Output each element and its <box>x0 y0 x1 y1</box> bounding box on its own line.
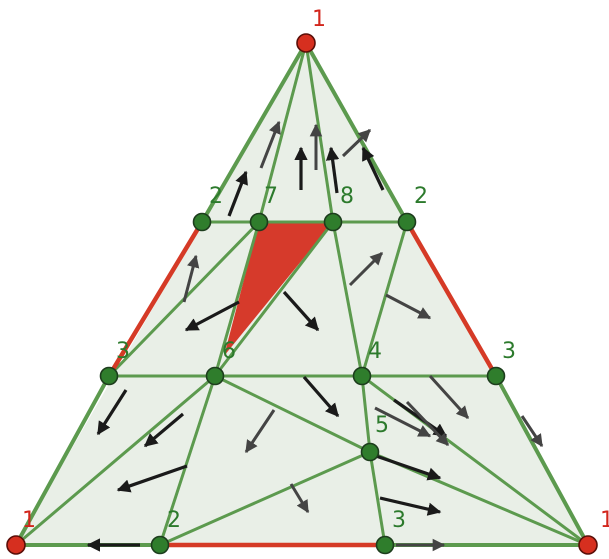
left-middle-label: 3 <box>116 339 130 364</box>
left-upper-label: 2 <box>209 184 223 209</box>
node <box>249 212 269 232</box>
right-middle-label: 3 <box>502 339 516 364</box>
node <box>375 535 395 555</box>
flow-arrow <box>244 409 276 454</box>
edge <box>213 220 335 378</box>
flow-arrow <box>116 464 188 493</box>
flow-arrow <box>428 374 470 420</box>
node <box>486 366 506 386</box>
corner-node-right <box>578 535 598 555</box>
boundary-edge <box>200 41 308 224</box>
inner-7-label: 7 <box>264 184 278 209</box>
red-corner-nodes <box>6 33 598 555</box>
flow-arrow <box>289 483 310 514</box>
node <box>99 366 119 386</box>
flow-arrow <box>374 406 432 438</box>
boundary-edge <box>304 41 409 224</box>
flow-arrow <box>361 146 385 191</box>
corner-labels: 1 1 1 <box>22 7 609 533</box>
edge <box>331 220 364 378</box>
node <box>397 212 417 232</box>
node <box>352 366 372 386</box>
corner-node-left <box>6 535 26 555</box>
flow-arrow <box>96 389 128 436</box>
node <box>360 442 380 462</box>
green-nodes <box>99 212 506 555</box>
flow-arrow <box>282 290 320 332</box>
corner-node-top <box>296 33 316 53</box>
edge <box>257 41 308 224</box>
flow-arrow <box>393 398 448 438</box>
right-upper-label: 2 <box>414 184 428 209</box>
flow-arrow <box>405 400 450 447</box>
corner-left-label: 1 <box>22 508 36 533</box>
flow-arrow <box>341 128 372 158</box>
flow-arrow <box>259 120 281 169</box>
node <box>150 535 170 555</box>
edge <box>158 450 372 547</box>
node <box>323 212 343 232</box>
node <box>205 366 225 386</box>
edge <box>213 374 372 454</box>
flow-arrows-grey <box>182 120 544 552</box>
boundary-edge-red <box>106 219 205 379</box>
corner-top-label: 1 <box>312 7 326 32</box>
flow-arrows-dark <box>86 146 448 552</box>
edge <box>360 220 409 378</box>
node <box>192 212 212 232</box>
flow-arrow <box>143 412 185 448</box>
edge <box>158 374 217 547</box>
boundary-edge <box>14 374 111 547</box>
flow-arrow <box>302 375 340 418</box>
flow-arrow <box>375 454 442 481</box>
boundary-edge-red <box>404 219 499 379</box>
node-labels: 2 7 8 2 3 6 4 3 5 2 3 <box>116 184 516 533</box>
flow-arrow <box>184 300 240 332</box>
flow-arrow <box>325 146 340 194</box>
inner-8-label: 8 <box>340 184 354 209</box>
flow-arrow <box>182 254 200 303</box>
edge <box>14 374 217 547</box>
boundary-edge <box>494 374 590 547</box>
flow-arrow <box>379 496 442 516</box>
edge <box>213 220 261 378</box>
boundary-red-edges <box>106 219 499 548</box>
inner-6-label: 6 <box>222 339 236 364</box>
flow-arrow <box>520 415 544 448</box>
corner-right-label: 1 <box>600 508 609 533</box>
main-triangle <box>16 43 588 545</box>
edge <box>368 450 387 547</box>
bottom-left-label: 2 <box>167 508 181 533</box>
inner-5-label: 5 <box>375 413 389 438</box>
inner-4-label: 4 <box>368 339 382 364</box>
flow-arrow <box>348 251 384 287</box>
bottom-right-label: 3 <box>392 508 406 533</box>
flow-arrow <box>385 293 432 320</box>
edge <box>360 374 372 454</box>
flow-arrow <box>227 170 248 217</box>
